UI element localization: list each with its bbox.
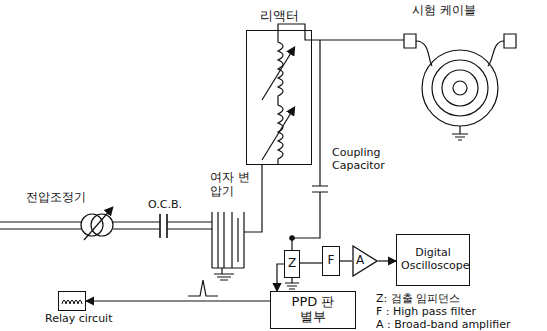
- impedance-box: Z: [284, 250, 300, 278]
- filter-box: F: [322, 246, 340, 276]
- legend-note: F : High pass filter: [376, 305, 476, 318]
- cable-terminal: [404, 34, 516, 48]
- cable-drum: [442, 70, 478, 106]
- node-text: Z: [288, 257, 296, 271]
- wire: [113, 222, 160, 229]
- node-text: Digital Oscilloscope: [401, 247, 465, 272]
- node-text: F: [328, 254, 335, 268]
- wire: [167, 222, 212, 229]
- reactor-coil: [278, 30, 283, 165]
- amplifier-triangle: A: [352, 245, 378, 277]
- node-text: 리액터: [260, 9, 299, 24]
- coupling-capacitor: [292, 40, 328, 250]
- regulator-coil: [91, 214, 113, 236]
- ground-symbol: [452, 126, 468, 140]
- supply-line: [0, 222, 82, 229]
- ground-symbol: [285, 278, 299, 289]
- connector: [378, 260, 396, 261]
- legend-note: Z: 검출 임피던스: [376, 292, 460, 305]
- ocb-symbol: [160, 214, 167, 238]
- wire: [278, 24, 404, 40]
- connector: [277, 264, 284, 291]
- regulator-label: 전압조정기: [26, 190, 86, 204]
- breaker-label: O.C.B.: [148, 198, 182, 211]
- transformer-label: 여자 변압기: [210, 170, 252, 199]
- node-text: PPD 판별부: [291, 295, 335, 325]
- pulse-symbol: [188, 280, 218, 296]
- triangle-outline: [352, 245, 378, 277]
- junction-dot: [290, 236, 294, 240]
- regulator-coil: [81, 214, 103, 236]
- relay-symbol: [60, 293, 84, 309]
- cable-drum: [422, 50, 498, 126]
- transformer-winding: [232, 212, 244, 268]
- node-text: A: [356, 254, 364, 268]
- connector: [340, 260, 352, 261]
- legend-note: A : Broad-band amplifier: [376, 318, 510, 331]
- cable: [416, 41, 504, 66]
- variable-arrow: [262, 108, 294, 160]
- variable-arrow: [262, 48, 294, 100]
- node-text: Relay circuit: [45, 313, 113, 326]
- regulator-arrow: [84, 208, 112, 240]
- relay-box: Relay circuit: [58, 291, 86, 311]
- discriminator-box: PPD 판별부: [270, 291, 356, 329]
- ground-symbol: [212, 268, 244, 280]
- reactor-box: 리액터: [246, 30, 312, 165]
- oscilloscope-box: Digital Oscilloscope: [396, 234, 470, 286]
- capacitor-label: Coupling Capacitor: [332, 146, 402, 172]
- cable-drum: [432, 60, 488, 116]
- cable-drum: [453, 81, 467, 95]
- connector: [300, 262, 322, 263]
- transformer-winding: [212, 212, 224, 268]
- connector: [86, 300, 270, 301]
- cable-label: 시험 케이블: [412, 3, 476, 17]
